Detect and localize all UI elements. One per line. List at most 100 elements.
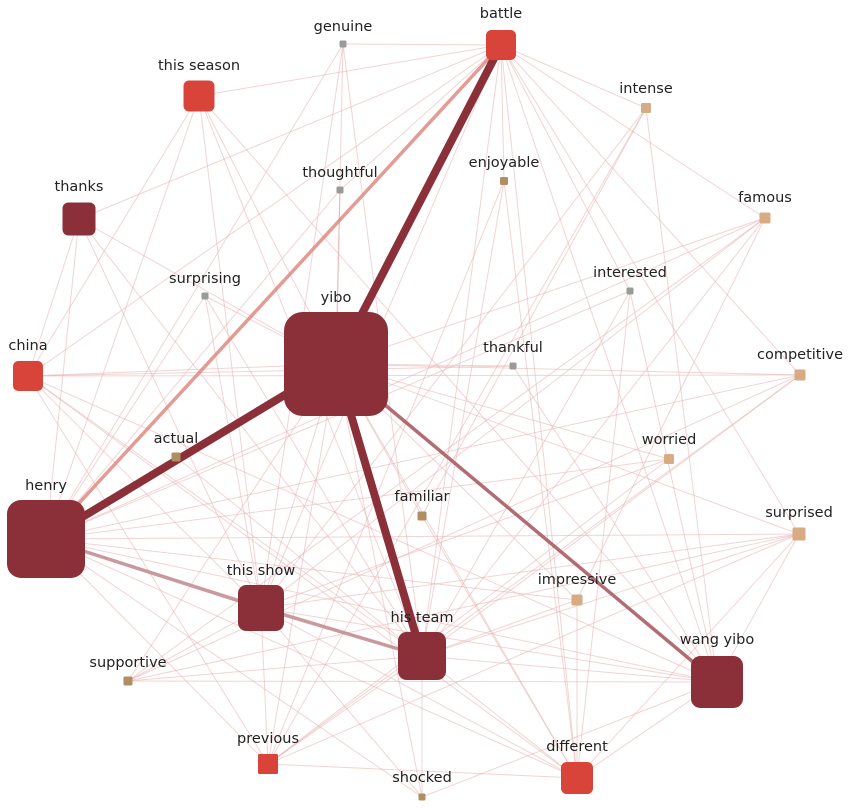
label-worried: worried	[642, 432, 697, 448]
node-surprising[interactable]	[201, 292, 209, 300]
label-interested: interested	[593, 265, 667, 281]
label-famous: famous	[738, 190, 792, 206]
label-thankful: thankful	[483, 340, 543, 356]
edge-yibo-wang_yibo	[334, 362, 719, 684]
edge-different-interested	[576, 290, 631, 779]
edge-genuine-battle	[342, 43, 502, 46]
node-previous[interactable]	[258, 754, 278, 774]
edge-wang_yibo-interested	[629, 290, 718, 683]
label-intense: intense	[619, 81, 673, 97]
node-famous[interactable]	[759, 212, 771, 224]
node-actual[interactable]	[171, 452, 181, 462]
edge-intense-previous	[267, 107, 647, 765]
node-his_team[interactable]	[398, 632, 446, 680]
edge-competitive-previous	[267, 374, 801, 765]
edge-different-previous	[267, 763, 578, 779]
label-surprising: surprising	[169, 271, 241, 287]
node-different[interactable]	[561, 762, 593, 794]
node-battle[interactable]	[486, 30, 516, 60]
edge-henry-surprised	[45, 533, 800, 540]
node-supportive[interactable]	[123, 676, 133, 686]
edge-yibo-famous	[335, 217, 766, 365]
edge-henry-wang_yibo	[45, 538, 718, 683]
edge-this_show-shocked	[260, 607, 423, 798]
label-familiar: familiar	[394, 489, 449, 505]
node-intense[interactable]	[641, 103, 651, 113]
edge-his_team-surprising	[204, 295, 423, 657]
edge-china-thankful	[27, 365, 514, 377]
label-genuine: genuine	[314, 19, 373, 35]
node-shocked[interactable]	[418, 793, 426, 801]
node-this_season[interactable]	[183, 80, 215, 112]
edge-wang_yibo-intense	[645, 107, 718, 683]
edge-his_team-competitive	[421, 374, 801, 657]
edge-battle-intense	[500, 44, 647, 109]
node-layer	[7, 30, 806, 801]
edge-this_show-his_team	[260, 606, 423, 658]
edge-yibo-different	[335, 363, 578, 779]
node-interested[interactable]	[626, 287, 634, 295]
edge-battle-surprised	[500, 44, 800, 535]
edge-competitive-supportive	[127, 374, 801, 682]
edge-yibo-battle	[332, 43, 505, 366]
label-different: different	[546, 739, 608, 755]
edge-his_team-famous	[421, 217, 766, 657]
node-henry[interactable]	[7, 500, 85, 578]
edge-henry-different	[45, 538, 578, 779]
label-this_show: this show	[227, 563, 296, 579]
label-his_team: his team	[391, 610, 454, 626]
node-familiar[interactable]	[417, 511, 427, 521]
edge-different-enjoyable	[503, 180, 578, 779]
edge-thanks-henry	[45, 218, 80, 540]
edge-enjoyable-previous	[267, 180, 505, 765]
node-yibo[interactable]	[284, 312, 388, 416]
edge-famous-supportive	[127, 217, 766, 682]
edge-this_season-henry	[45, 95, 200, 540]
edge-yibo-shocked	[335, 363, 423, 798]
node-china[interactable]	[13, 361, 43, 391]
edge-this_show-famous	[260, 217, 766, 609]
edge-thanks-this_show	[78, 218, 262, 609]
edge-battle-wang_yibo	[500, 44, 718, 683]
edge-his_team-enjoyable	[421, 180, 505, 657]
edge-this_show-different	[260, 607, 578, 779]
edge-his_team-interested	[421, 290, 631, 657]
edge-battle-different	[500, 44, 578, 779]
edge-china-this_show	[27, 375, 262, 609]
edge-this_show-worried	[260, 458, 670, 609]
edge-battle-china	[27, 44, 502, 377]
edge-surprised-previous	[267, 533, 800, 765]
edge-henry-shocked	[45, 538, 423, 798]
edge-this_season-china	[27, 95, 200, 377]
edge-yibo-previous	[267, 363, 337, 765]
edge-layer	[27, 43, 801, 798]
label-impressive: impressive	[538, 572, 617, 588]
node-competitive[interactable]	[794, 369, 806, 381]
node-genuine[interactable]	[339, 40, 347, 48]
node-thanks[interactable]	[62, 202, 96, 236]
node-surprised[interactable]	[792, 527, 806, 541]
node-this_show[interactable]	[238, 585, 284, 631]
label-thoughtful: thoughtful	[302, 165, 377, 181]
edge-famous-impressive	[576, 217, 766, 601]
edge-his_team-thanks	[78, 218, 423, 657]
label-battle: battle	[480, 6, 522, 22]
node-worried[interactable]	[664, 454, 674, 464]
node-enjoyable[interactable]	[500, 177, 508, 185]
node-wang_yibo[interactable]	[691, 656, 743, 708]
edge-henry-worried	[45, 458, 670, 540]
edge-henry-surprising	[45, 295, 206, 540]
edge-wang_yibo-thankful	[512, 365, 718, 683]
edge-intense-familiar	[421, 107, 647, 517]
edge-henry-famous	[45, 217, 766, 540]
label-wang_yibo: wang yibo	[680, 632, 755, 648]
label-supportive: supportive	[89, 655, 166, 671]
edge-different-familiar	[421, 515, 578, 779]
label-enjoyable: enjoyable	[469, 155, 540, 171]
edge-his_team-impressive	[421, 599, 578, 657]
node-thoughtful[interactable]	[336, 186, 344, 194]
node-impressive[interactable]	[571, 594, 583, 606]
node-thankful[interactable]	[509, 362, 517, 370]
